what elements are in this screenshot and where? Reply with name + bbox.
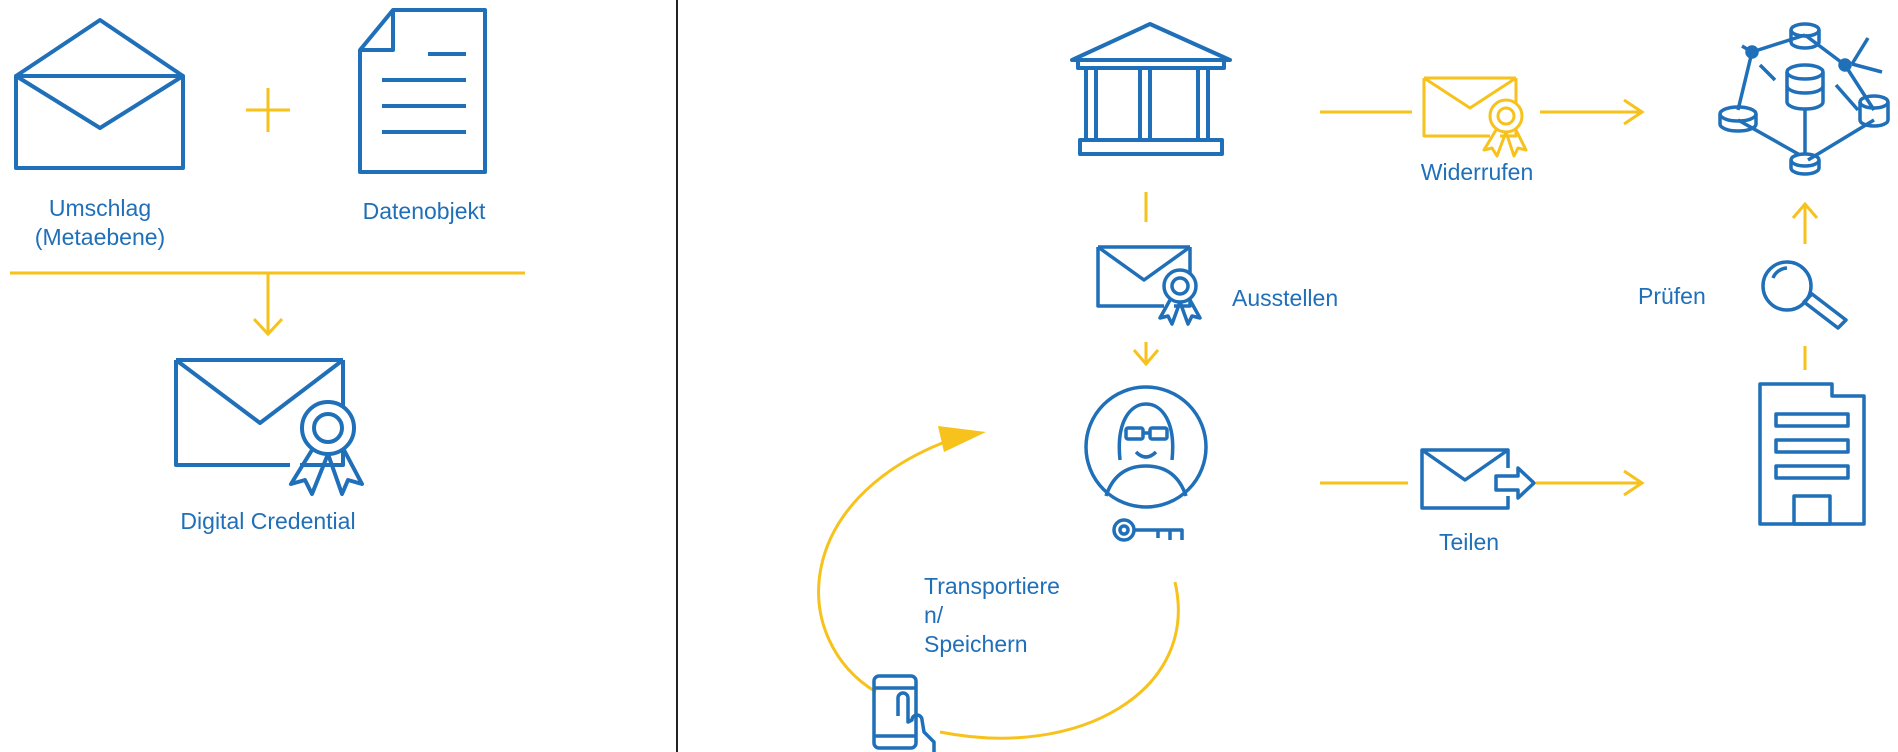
verify-arrow (1791, 201, 1819, 370)
plus-icon (246, 88, 290, 132)
verify-label: Prüfen (1638, 283, 1706, 309)
revoked-credential-icon (1422, 76, 1528, 158)
institution-icon (1070, 22, 1232, 156)
credential-envelope-icon (174, 358, 364, 496)
distributed-ledger-icon (1718, 22, 1890, 176)
issue-label: Ausstellen (1232, 285, 1339, 311)
holder-person-icon (1084, 385, 1208, 509)
store-label-line-1: Transportiere (924, 573, 1060, 599)
envelope-label-1: Umschlag (48, 195, 152, 221)
key-icon (1112, 518, 1184, 542)
store-label-line-2: n/ (924, 602, 944, 628)
combine-arrow (10, 271, 525, 337)
shared-envelope-icon (1420, 448, 1536, 510)
share-arrow (1320, 469, 1645, 497)
issued-credential-icon (1096, 245, 1202, 326)
company-building-icon (1758, 382, 1866, 526)
smartphone-icon (872, 674, 936, 752)
transport-store-cycle-arrow (817, 438, 1180, 740)
revoke-label: Widerrufen (1420, 159, 1534, 185)
magnifier-icon (1761, 260, 1848, 330)
cycle-arrowhead (938, 426, 986, 452)
digital-credential-label: Digital Credential (180, 508, 356, 534)
share-label: Teilen (1438, 529, 1500, 555)
envelope-label-2: (Metaebene) (34, 224, 166, 250)
data-object-label: Datenobjekt (362, 198, 486, 224)
store-label-line-3: Speichern (924, 631, 1028, 657)
issue-arrow (1132, 192, 1160, 367)
revoke-arrow (1320, 98, 1645, 126)
document-icon (358, 8, 487, 174)
panel-divider (676, 0, 678, 752)
open-envelope-icon (14, 18, 185, 170)
